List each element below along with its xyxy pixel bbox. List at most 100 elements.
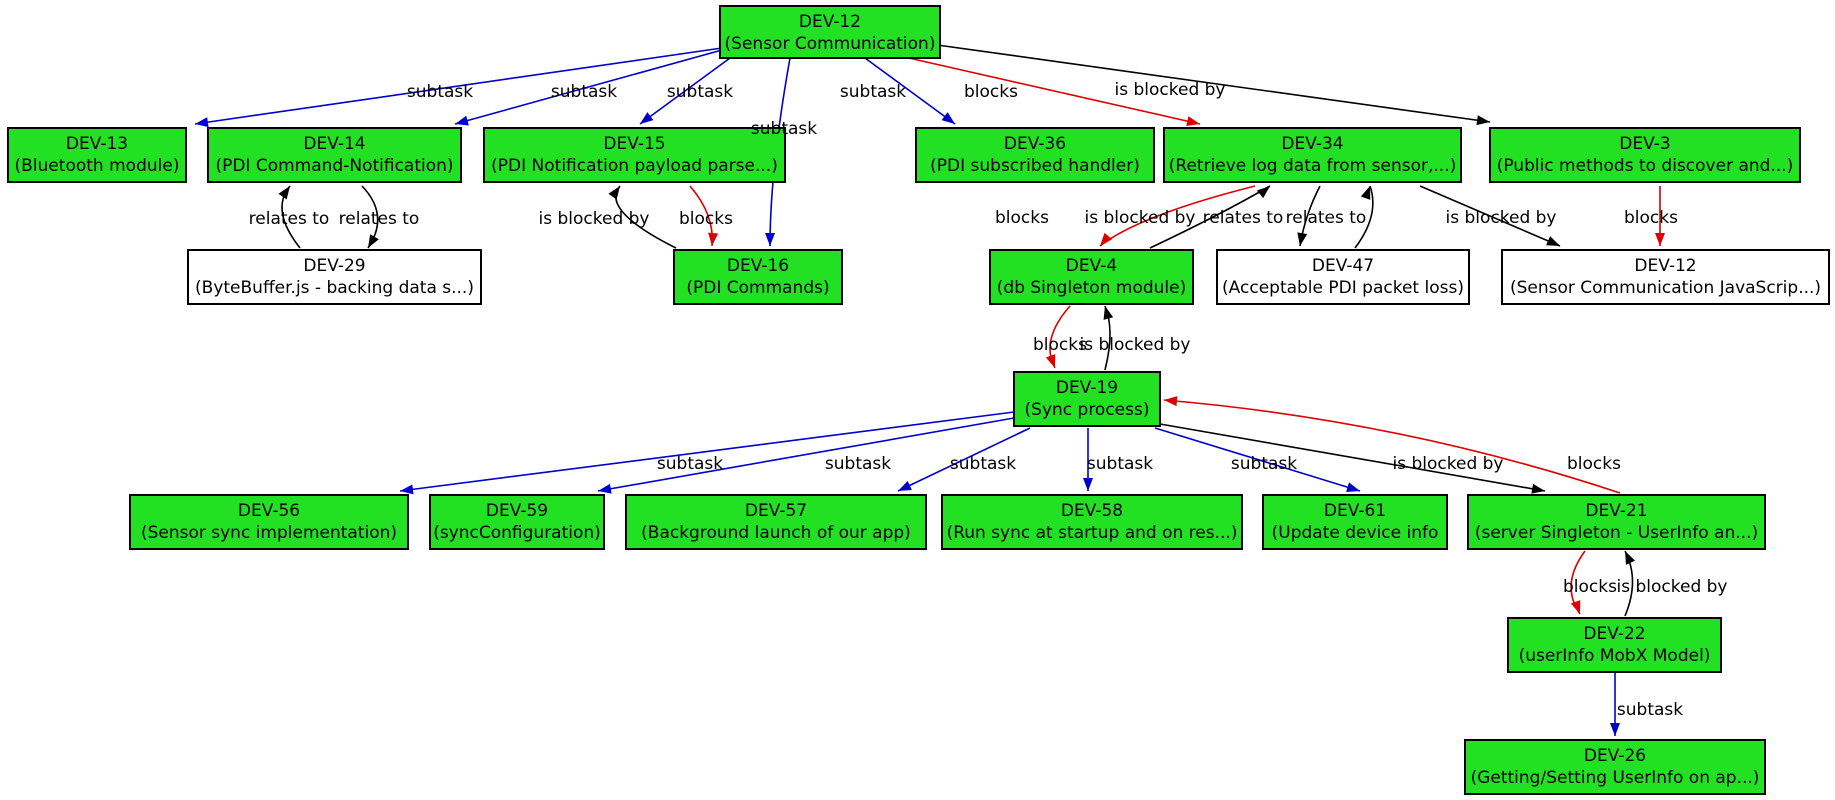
edge-label: blocks — [995, 208, 1049, 228]
node-box[interactable] — [483, 127, 786, 183]
edge-label: is blocked by — [1080, 335, 1191, 355]
edge-DEV-12-root-to-DEV-3 — [929, 43, 1491, 126]
nodes-layer: DEV-12(Sensor Communication) DEV-13(Bluet… — [7, 5, 1830, 795]
node-summary: (Acceptable PDI packet loss) — [1222, 278, 1464, 298]
edge-line — [454, 49, 723, 125]
edge-arrowhead — [708, 232, 719, 246]
edge-label: blocks — [1567, 454, 1621, 474]
node-summary: (userInfo MobX Model) — [1519, 646, 1711, 666]
edge-DEV-34-to-DEV-47 — [1297, 185, 1321, 247]
node-box[interactable] — [915, 127, 1155, 183]
node-DEV-14[interactable]: DEV-14(PDI Command-Notification) — [207, 127, 462, 183]
edge-arrowhead — [898, 480, 912, 491]
edge-arrowhead — [1476, 115, 1490, 126]
edge-label: is blocked by — [1115, 80, 1226, 100]
edge-line — [597, 417, 1015, 492]
node-summary: (PDI Notification payload parse...) — [491, 156, 778, 176]
edge-arrowhead — [1256, 186, 1270, 199]
node-box[interactable] — [1467, 494, 1766, 550]
node-box[interactable] — [1013, 371, 1161, 427]
edge-DEV-12-root-to-DEV-34 — [899, 55, 1201, 126]
node-box[interactable] — [1216, 249, 1470, 305]
node-summary: (Retrieve log data from sensor,...) — [1169, 156, 1456, 176]
node-summary: (Run sync at startup and on res...) — [947, 523, 1238, 543]
node-DEV-4[interactable]: DEV-4(db Singleton module) — [989, 249, 1194, 305]
edge-arrowhead — [1610, 723, 1620, 736]
node-DEV-47[interactable]: DEV-47(Acceptable PDI packet loss) — [1216, 249, 1470, 305]
edge-arrowhead — [1164, 396, 1178, 407]
node-DEV-59[interactable]: DEV-59(syncConfiguration) — [429, 494, 605, 550]
node-box[interactable] — [1489, 127, 1801, 183]
node-DEV-36[interactable]: DEV-36(PDI subscribed handler) — [915, 127, 1155, 183]
edge-arrowhead — [400, 484, 414, 495]
node-DEV-34[interactable]: DEV-34(Retrieve log data from sensor,...… — [1163, 127, 1462, 183]
node-summary: (server Singleton - UserInfo an...) — [1475, 523, 1758, 543]
node-DEV-57[interactable]: DEV-57(Background launch of our app) — [625, 494, 927, 550]
node-box[interactable] — [429, 494, 605, 550]
node-box[interactable] — [719, 5, 941, 59]
node-summary: (syncConfiguration) — [433, 523, 601, 543]
edge-line — [864, 57, 956, 125]
node-key: DEV-4 — [1066, 256, 1117, 276]
node-key: DEV-12 — [799, 12, 861, 32]
node-DEV-19[interactable]: DEV-19(Sync process) — [1013, 371, 1161, 427]
node-DEV-13[interactable]: DEV-13(Bluetooth module) — [7, 127, 187, 183]
edge-label: subtask — [407, 82, 473, 102]
node-key: DEV-15 — [603, 134, 665, 154]
edge-DEV-12-root-to-DEV-14 — [454, 49, 723, 126]
edge-label: subtask — [825, 454, 891, 474]
node-DEV-3[interactable]: DEV-3(Public methods to discover and...) — [1489, 127, 1801, 183]
node-box[interactable] — [625, 494, 927, 550]
node-box[interactable] — [1163, 127, 1462, 183]
node-box[interactable] — [129, 494, 409, 550]
node-box[interactable] — [7, 127, 187, 183]
node-key: DEV-36 — [1004, 134, 1066, 154]
edge-DEV-19-to-DEV-21 — [1159, 423, 1546, 494]
node-box[interactable] — [989, 249, 1194, 305]
node-summary: (Update device info — [1272, 523, 1439, 543]
edge-DEV-22-to-DEV-21 — [1624, 550, 1636, 617]
edge-DEV-34-to-DEV-12-js — [1419, 185, 1561, 247]
node-box[interactable] — [673, 249, 843, 305]
edge-arrowhead — [278, 186, 290, 200]
edge-arrowhead — [941, 112, 955, 124]
node-DEV-26[interactable]: DEV-26(Getting/Setting UserInfo on ap...… — [1464, 739, 1766, 795]
edge-label: subtask — [950, 454, 1016, 474]
node-key: DEV-59 — [486, 501, 548, 521]
node-key: DEV-19 — [1056, 378, 1118, 398]
edge-DEV-19-to-DEV-59 — [597, 417, 1015, 494]
node-DEV-12-js[interactable]: DEV-12(Sensor Communication JavaScrip...… — [1501, 249, 1830, 305]
node-key: DEV-22 — [1583, 624, 1645, 644]
edge-label: relates to — [1203, 208, 1284, 228]
node-box[interactable] — [1262, 494, 1448, 550]
node-box[interactable] — [1501, 249, 1830, 305]
node-box[interactable] — [207, 127, 462, 183]
edge-DEV-12-root-to-DEV-13 — [194, 47, 723, 128]
node-box[interactable] — [1507, 617, 1722, 673]
node-summary: (ByteBuffer.js - backing data s...) — [195, 278, 474, 298]
edge-DEV-29-to-DEV-14 — [278, 185, 301, 249]
node-box[interactable] — [187, 249, 482, 305]
node-box[interactable] — [941, 494, 1243, 550]
edge-label: is blocked by — [1617, 577, 1728, 597]
node-DEV-56[interactable]: DEV-56(Sensor sync implementation) — [129, 494, 409, 550]
edge-line — [899, 55, 1201, 125]
node-DEV-21[interactable]: DEV-21(server Singleton - UserInfo an...… — [1467, 494, 1766, 550]
edge-line — [929, 43, 1491, 123]
edge-DEV-16-to-DEV-15 — [608, 185, 677, 249]
node-key: DEV-14 — [303, 134, 365, 154]
node-DEV-29[interactable]: DEV-29(ByteBuffer.js - backing data s...… — [187, 249, 482, 305]
node-DEV-15[interactable]: DEV-15(PDI Notification payload parse...… — [483, 127, 786, 183]
edge-arrowhead — [1570, 600, 1581, 614]
edge-line — [1419, 185, 1561, 247]
node-DEV-58[interactable]: DEV-58(Run sync at startup and on res...… — [941, 494, 1243, 550]
node-summary: (db Singleton module) — [997, 278, 1186, 298]
edge-label: is blocked by — [1393, 454, 1504, 474]
node-DEV-61[interactable]: DEV-61(Update device info — [1262, 494, 1448, 550]
edge-label: subtask — [657, 454, 723, 474]
node-DEV-12-root[interactable]: DEV-12(Sensor Communication) — [719, 5, 941, 59]
edge-label: subtask — [840, 82, 906, 102]
node-DEV-16[interactable]: DEV-16(PDI Commands) — [673, 249, 843, 305]
node-DEV-22[interactable]: DEV-22(userInfo MobX Model) — [1507, 617, 1722, 673]
node-box[interactable] — [1464, 739, 1766, 795]
